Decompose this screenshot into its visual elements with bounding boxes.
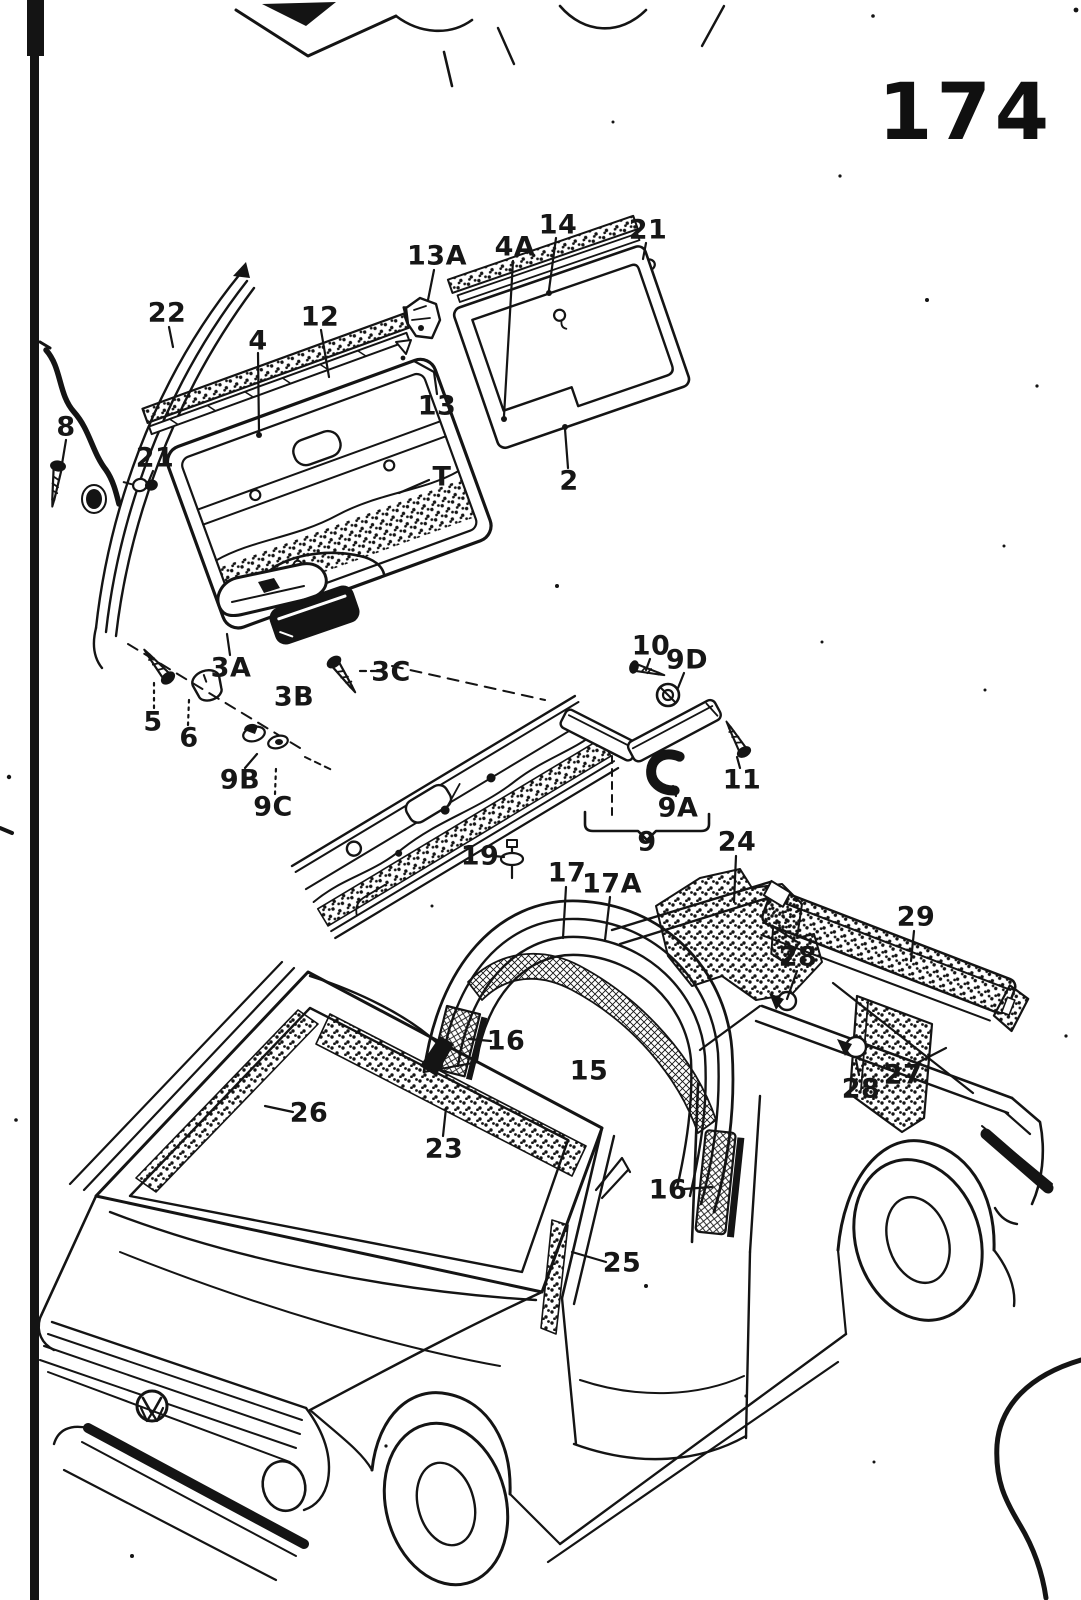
callout-13: 13 bbox=[417, 390, 457, 422]
callout-9b: 9B bbox=[219, 764, 261, 796]
callout-27: 27 bbox=[883, 1059, 923, 1091]
clip-9c bbox=[267, 734, 289, 750]
callout-21-top: 21 bbox=[628, 214, 668, 246]
clip-13a bbox=[404, 296, 442, 340]
callout-25: 25 bbox=[602, 1247, 642, 1279]
callout-22: 22 bbox=[147, 297, 187, 329]
callout-10: 10 bbox=[631, 630, 671, 662]
callout-17a: 17A bbox=[582, 868, 642, 900]
panel-27 bbox=[848, 994, 934, 1134]
callout-23: 23 bbox=[424, 1133, 464, 1165]
grommet bbox=[81, 484, 107, 514]
callout-16-top: 16 bbox=[486, 1025, 526, 1057]
screw-3c bbox=[326, 655, 357, 694]
callout-4a: 4A bbox=[494, 231, 536, 263]
callout-3a: 3A bbox=[210, 652, 252, 684]
callout-5: 5 bbox=[143, 706, 163, 738]
clip-9a bbox=[646, 749, 685, 796]
top-cutoff-scraps bbox=[234, 2, 726, 88]
trim-16-top bbox=[430, 1004, 488, 1081]
screw-10 bbox=[629, 660, 666, 677]
callout-9c: 9C bbox=[253, 791, 293, 823]
screw-11 bbox=[725, 720, 752, 758]
callout-9: 9 bbox=[637, 826, 657, 858]
callout-11: 11 bbox=[722, 764, 762, 796]
callout-28-top: 28 bbox=[778, 941, 818, 973]
door-seal-strip bbox=[92, 262, 256, 670]
trim-25-band bbox=[540, 1219, 569, 1335]
clip-28-top bbox=[769, 990, 798, 1012]
callout-4: 4 bbox=[248, 325, 268, 357]
bracket-9 bbox=[583, 810, 711, 842]
callout-15: 15 bbox=[569, 1055, 609, 1087]
callout-29: 29 bbox=[896, 901, 936, 933]
callout-13a: 13A bbox=[407, 240, 467, 272]
next-page-curve bbox=[994, 1357, 1081, 1600]
clip-28-bottom bbox=[837, 1035, 868, 1059]
pin-13 bbox=[395, 339, 412, 361]
trim-piece-9 bbox=[559, 698, 722, 763]
callout-28-bottom: 28 bbox=[841, 1073, 881, 1105]
callout-8: 8 bbox=[56, 411, 76, 443]
callout-12: 12 bbox=[300, 301, 340, 333]
inner-door-panels bbox=[446, 214, 691, 450]
page-edge bbox=[0, 0, 44, 1600]
grommet-9d bbox=[655, 682, 681, 708]
callout-21-left: 21 bbox=[135, 442, 175, 474]
screw-8 bbox=[50, 460, 66, 508]
callout-3c: 3C bbox=[371, 656, 411, 688]
seal-26-band bbox=[135, 1009, 319, 1193]
callout-9a: 9A bbox=[657, 792, 699, 824]
seal-cord bbox=[43, 347, 122, 507]
rail-29 bbox=[760, 879, 1030, 1033]
callout-19: 19 bbox=[460, 840, 500, 872]
sill-trim-strip bbox=[290, 694, 620, 940]
scan-speckles bbox=[14, 7, 1079, 1558]
screw-5 bbox=[143, 648, 176, 685]
callout-2: 2 bbox=[559, 465, 579, 497]
truck-drawing bbox=[37, 868, 1054, 1587]
clip-9b bbox=[242, 723, 266, 743]
callout-26: 26 bbox=[289, 1097, 329, 1129]
clip-19 bbox=[499, 839, 525, 880]
cap-6 bbox=[191, 668, 223, 702]
callout-3b: 3B bbox=[273, 681, 315, 713]
armrest-bracket bbox=[216, 551, 386, 618]
callout-9d: 9D bbox=[665, 644, 709, 676]
callout-t: T bbox=[432, 461, 452, 493]
callout-24: 24 bbox=[717, 826, 757, 858]
callout-17: 17 bbox=[547, 857, 587, 889]
callout-16-bottom: 16 bbox=[648, 1174, 688, 1206]
trim-16-bottom bbox=[694, 1129, 745, 1238]
seal-23-band bbox=[315, 1013, 587, 1177]
callout-14: 14 bbox=[538, 209, 578, 241]
armrest-pad bbox=[269, 585, 360, 645]
page-number: 174 bbox=[878, 68, 1053, 158]
leader-lines bbox=[60, 236, 948, 1264]
callout-6: 6 bbox=[179, 722, 199, 754]
headlight bbox=[261, 1459, 307, 1513]
trim-15-band bbox=[467, 952, 717, 1134]
